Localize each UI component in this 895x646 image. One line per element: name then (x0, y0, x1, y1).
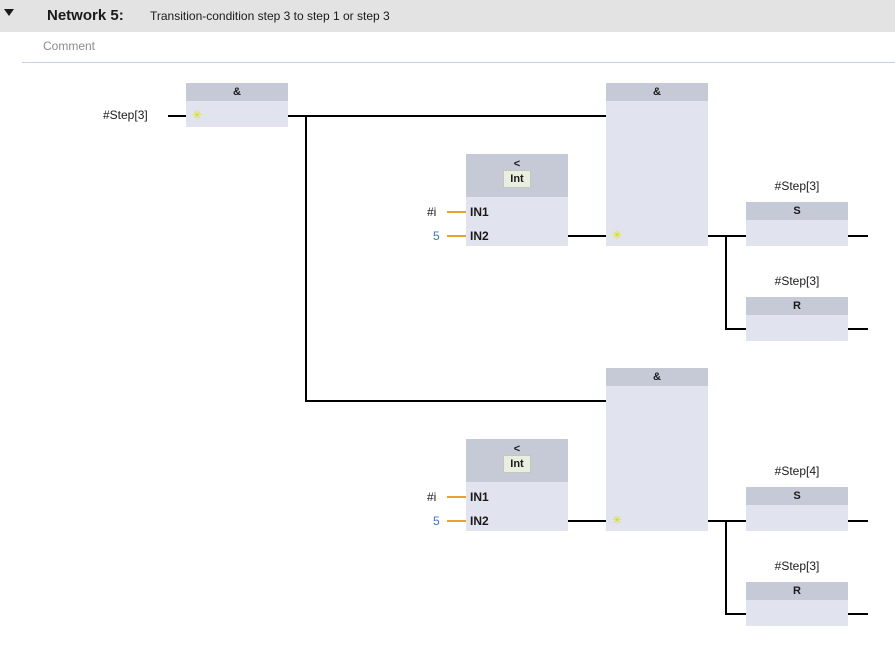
wire (848, 613, 868, 615)
reset-coil-2[interactable]: R (746, 582, 848, 626)
compare-header: < Int (466, 154, 568, 197)
wire (568, 235, 606, 237)
compare-datatype[interactable]: Int (503, 170, 531, 188)
wire (848, 520, 868, 522)
wire (725, 613, 746, 615)
wire (708, 520, 746, 522)
network-description[interactable]: Transition-condition step 3 to step 1 or… (150, 9, 390, 23)
negation-star-icon[interactable]: ✳ (611, 228, 623, 242)
pin-in1: IN1 (470, 490, 489, 504)
and-box-first[interactable]: & ✳ (186, 83, 288, 127)
in2-constant[interactable]: 5 (433, 514, 440, 528)
pin-in2: IN2 (470, 229, 489, 243)
reset-operand-1[interactable]: #Step[3] (774, 274, 820, 288)
set-operand-2[interactable]: #Step[4] (774, 464, 820, 478)
wire (708, 235, 746, 237)
set-coil-2[interactable]: S (746, 487, 848, 531)
wire (288, 115, 606, 117)
compare-operator: < (513, 443, 521, 455)
operand-wire (447, 211, 466, 213)
and-symbol: & (606, 368, 708, 386)
reset-coil-1[interactable]: R (746, 297, 848, 341)
negation-star-icon[interactable]: ✳ (191, 108, 203, 122)
pin-in2: IN2 (470, 514, 489, 528)
compare-operator: < (513, 158, 521, 170)
set-symbol: S (746, 487, 848, 505)
wire (568, 520, 606, 522)
wire (725, 235, 727, 330)
in1-operand[interactable]: #i (427, 490, 437, 504)
wire (305, 400, 606, 402)
wire (848, 235, 868, 237)
step3-input-operand[interactable]: #Step[3] (103, 108, 148, 122)
operand-wire (447, 496, 466, 498)
negation-star-icon[interactable]: ✳ (611, 513, 623, 527)
wire (725, 520, 727, 615)
reset-symbol: R (746, 297, 848, 315)
compare-datatype[interactable]: Int (503, 455, 531, 473)
in2-constant[interactable]: 5 (433, 229, 440, 243)
set-symbol: S (746, 202, 848, 220)
and-box-branch-1[interactable]: & ✳ (606, 83, 708, 246)
set-operand-1[interactable]: #Step[3] (774, 179, 820, 193)
comment-placeholder: Comment (43, 39, 96, 53)
wire (168, 115, 186, 117)
reset-operand-2[interactable]: #Step[3] (774, 559, 820, 573)
network-header[interactable]: Network 5: Transition-condition step 3 t… (0, 0, 895, 32)
comment-field[interactable]: Comment (22, 35, 895, 63)
network-title: Network 5: (47, 7, 124, 24)
pin-in1: IN1 (470, 205, 489, 219)
chevron-down-icon[interactable] (4, 9, 14, 16)
wire (305, 115, 307, 402)
operand-wire (447, 235, 466, 237)
compare-box-2[interactable]: < Int IN1 IN2 (466, 439, 568, 531)
reset-symbol: R (746, 582, 848, 600)
compare-header: < Int (466, 439, 568, 482)
set-coil-1[interactable]: S (746, 202, 848, 246)
wire (725, 328, 746, 330)
and-symbol: & (606, 83, 708, 101)
operand-wire (447, 520, 466, 522)
and-symbol: & (186, 83, 288, 101)
and-box-branch-2[interactable]: & ✳ (606, 368, 708, 531)
wire (848, 328, 868, 330)
compare-box-1[interactable]: < Int IN1 IN2 (466, 154, 568, 246)
in1-operand[interactable]: #i (427, 205, 437, 219)
